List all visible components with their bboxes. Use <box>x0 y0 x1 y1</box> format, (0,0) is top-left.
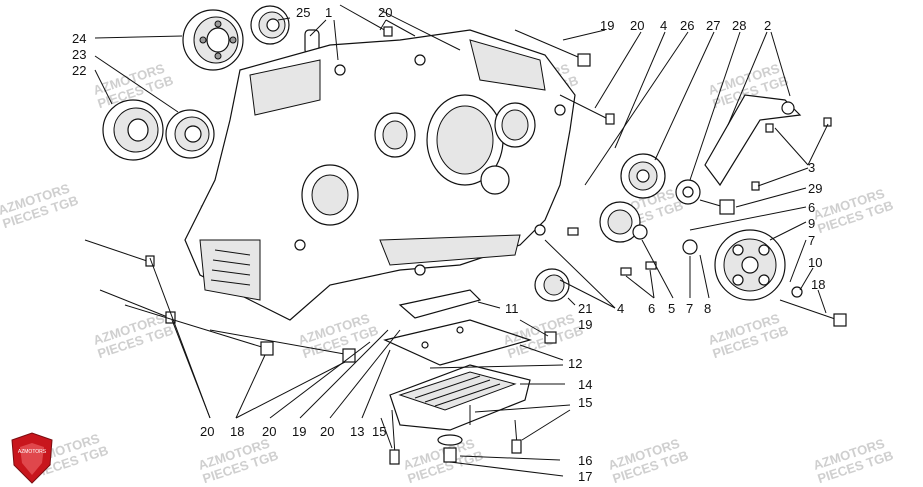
callout-14: 14 <box>578 377 592 392</box>
callout-23: 23 <box>72 47 86 62</box>
callout-12: 12 <box>568 356 582 371</box>
callout-20-bottom-2: 20 <box>262 424 276 439</box>
callout-22: 22 <box>72 63 86 78</box>
callout-25: 25 <box>296 5 310 20</box>
callout-10: 10 <box>808 255 822 270</box>
callout-20-top: 20 <box>378 5 392 20</box>
oil-pump <box>599 201 648 243</box>
callout-20-bottom-1: 20 <box>200 424 214 439</box>
crankcase <box>184 29 576 321</box>
leader-lines <box>94 17 829 477</box>
callout-13: 13 <box>350 424 364 439</box>
callout-29: 29 <box>808 181 822 196</box>
bearing-22 <box>102 99 164 161</box>
bearing-24 <box>182 9 244 71</box>
callout-4-top: 4 <box>660 18 667 33</box>
bolt-29 <box>699 199 735 215</box>
callout-4-bottom: 4 <box>617 301 624 316</box>
callout-18-bottom: 18 <box>230 424 244 439</box>
callout-27: 27 <box>706 18 720 33</box>
crankcase-bolts <box>84 4 615 363</box>
washer-7 <box>682 239 698 255</box>
callout-24: 24 <box>72 31 86 46</box>
oil-pan-bolts <box>389 405 522 465</box>
callout-17: 17 <box>578 469 592 484</box>
callout-19-top: 19 <box>600 18 614 33</box>
driven-gear <box>714 229 786 301</box>
callout-18-right: 18 <box>811 277 825 292</box>
callout-9: 9 <box>808 216 815 231</box>
bearing-23 <box>165 109 215 159</box>
callout-20-bottom-3: 20 <box>320 424 334 439</box>
callout-11: 11 <box>505 301 519 316</box>
azmotors-logo: AZMOTORS <box>11 432 53 484</box>
svg-text:AZMOTORS: AZMOTORS <box>18 449 47 455</box>
callout-labels: 24 23 22 25 1 20 19 20 4 26 27 28 2 3 29… <box>72 5 825 484</box>
small-bolts-19 <box>519 319 557 344</box>
callout-7-bottom: 7 <box>686 301 693 316</box>
callout-21: 21 <box>578 301 592 316</box>
callout-6-right: 6 <box>808 200 815 215</box>
callout-15-right: 15 <box>578 395 592 410</box>
callout-28: 28 <box>732 18 746 33</box>
gasket-11 <box>398 289 482 319</box>
nut-10 <box>791 286 803 298</box>
callout-3: 3 <box>808 160 815 175</box>
callout-16: 16 <box>578 453 592 468</box>
bolt-18-right <box>779 299 847 327</box>
callout-6-bottom: 6 <box>648 301 655 316</box>
callout-19-bottom: 19 <box>292 424 306 439</box>
callout-8: 8 <box>704 301 711 316</box>
drive-sprocket <box>620 153 666 199</box>
callout-20-right: 20 <box>630 18 644 33</box>
washer-27 <box>675 179 701 205</box>
callout-26: 26 <box>680 18 694 33</box>
callout-15-bottom: 15 <box>372 424 386 439</box>
callout-2: 2 <box>764 18 771 33</box>
callout-7-right: 7 <box>808 233 815 248</box>
bolts-3 <box>751 117 832 191</box>
callout-19-right: 19 <box>578 317 592 332</box>
oil-pan <box>389 364 531 431</box>
callout-1: 1 <box>325 5 332 20</box>
bearing-25 <box>250 5 290 45</box>
gasket-12 <box>383 319 533 366</box>
oil-seal <box>534 268 570 302</box>
cover-plate <box>704 94 802 187</box>
callout-5: 5 <box>668 301 675 316</box>
